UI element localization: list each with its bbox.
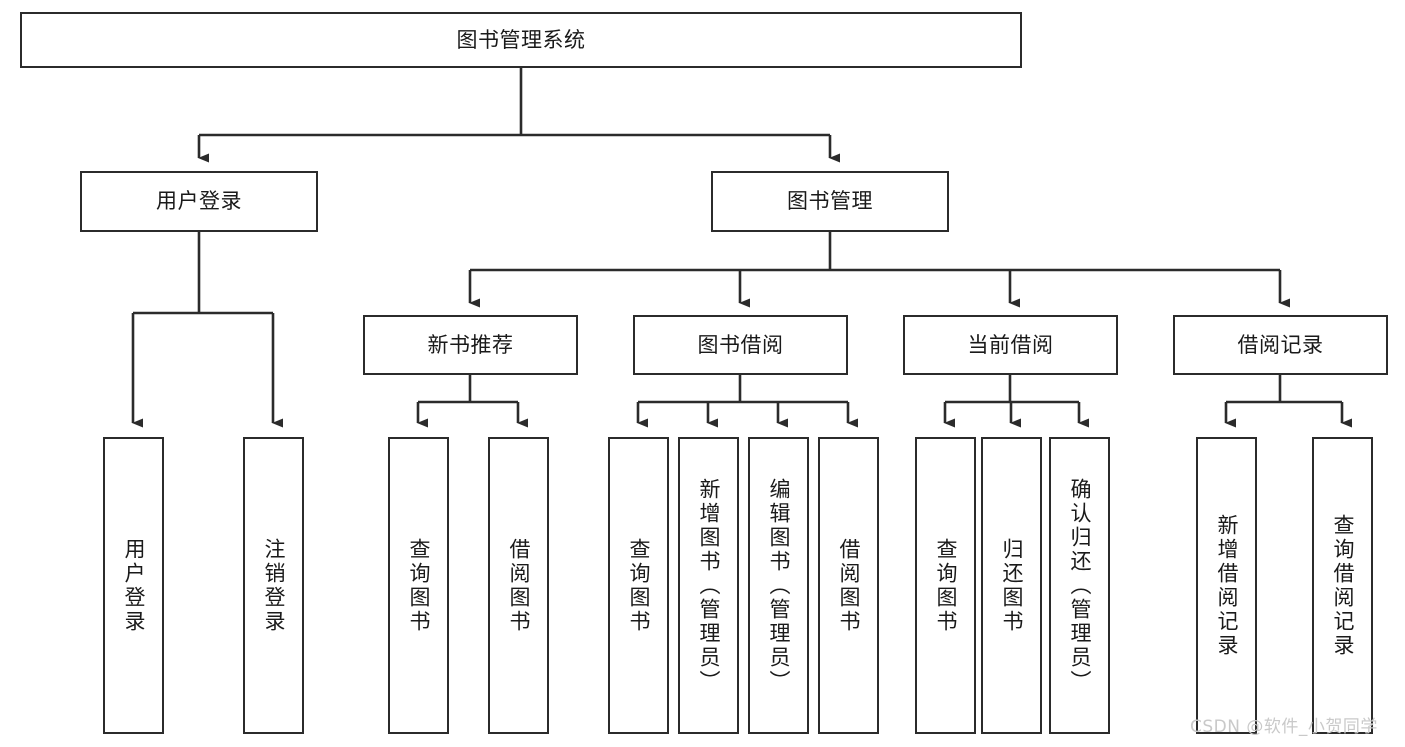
node-user-login[interactable]: 用户登录 (80, 171, 318, 232)
node-label: 借阅图书 (837, 537, 861, 634)
node-new-book-recommend[interactable]: 新书推荐 (363, 315, 578, 375)
leaf-user-login-logout[interactable]: 注销登录 (243, 437, 304, 734)
node-label: 借阅图书 (507, 537, 531, 634)
node-book-borrow[interactable]: 图书借阅 (633, 315, 848, 375)
leaf-current-borrow-confirm[interactable]: 确认归还（管理员） (1049, 437, 1110, 734)
node-label: 借阅记录 (1237, 332, 1324, 357)
node-label: 归还图书 (1000, 537, 1024, 634)
node-label: 注销登录 (262, 537, 286, 634)
leaf-user-login-login[interactable]: 用户登录 (103, 437, 164, 734)
leaf-borrow-record-add[interactable]: 新增借阅记录 (1196, 437, 1257, 734)
node-root-system[interactable]: 图书管理系统 (20, 12, 1022, 68)
node-label: 查询图书 (627, 537, 651, 634)
leaf-current-borrow-return[interactable]: 归还图书 (981, 437, 1042, 734)
node-label: 新书推荐 (427, 332, 514, 357)
node-label: 查询图书 (934, 537, 958, 634)
node-label: 图书管理 (787, 189, 873, 214)
node-label: 当前借阅 (967, 332, 1054, 357)
leaf-book-borrow-borrow[interactable]: 借阅图书 (818, 437, 879, 734)
node-label: 图书借阅 (697, 332, 784, 357)
node-label: 用户登录 (122, 537, 146, 634)
node-current-borrow[interactable]: 当前借阅 (903, 315, 1118, 375)
node-label: 查询图书 (407, 537, 431, 634)
node-label: 确认归还（管理员） (1068, 477, 1092, 694)
leaf-book-borrow-add[interactable]: 新增图书（管理员） (678, 437, 739, 734)
node-label: 编辑图书（管理员） (767, 477, 791, 694)
leaf-new-book-borrow[interactable]: 借阅图书 (488, 437, 549, 734)
node-label: 查询借阅记录 (1331, 513, 1355, 658)
node-label: 图书管理系统 (456, 27, 586, 52)
node-label: 用户登录 (156, 189, 242, 214)
csdn-watermark: CSDN @软件_小贺同学 (1190, 717, 1378, 737)
node-borrow-record[interactable]: 借阅记录 (1173, 315, 1388, 375)
node-book-management[interactable]: 图书管理 (711, 171, 949, 232)
leaf-book-borrow-query[interactable]: 查询图书 (608, 437, 669, 734)
node-label: 新增借阅记录 (1215, 513, 1239, 658)
leaf-current-borrow-query[interactable]: 查询图书 (915, 437, 976, 734)
leaf-new-book-query[interactable]: 查询图书 (388, 437, 449, 734)
leaf-book-borrow-edit[interactable]: 编辑图书（管理员） (748, 437, 809, 734)
leaf-borrow-record-query[interactable]: 查询借阅记录 (1312, 437, 1373, 734)
node-label: 新增图书（管理员） (697, 477, 721, 694)
